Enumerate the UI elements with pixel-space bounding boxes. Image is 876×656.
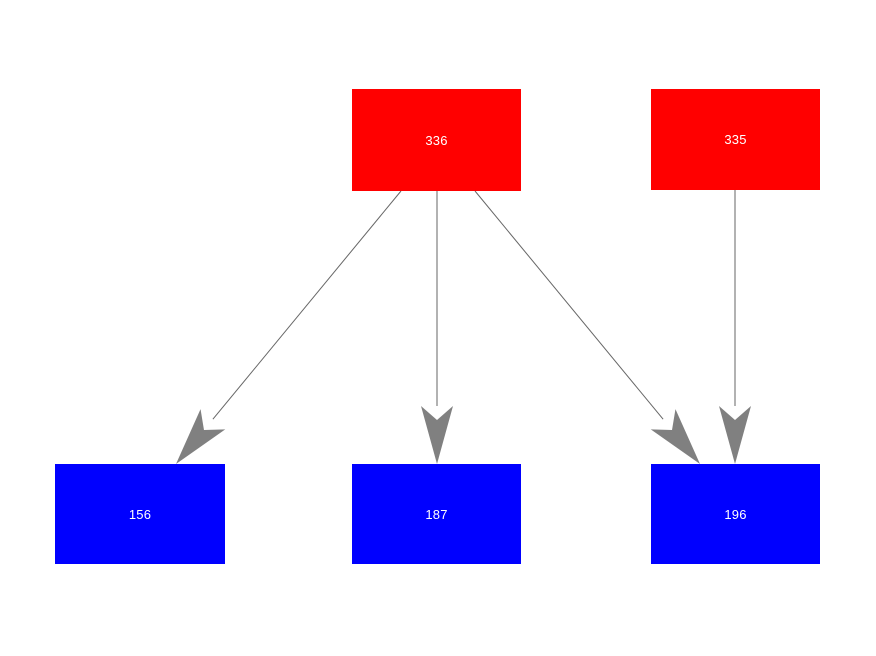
node-187[interactable]: 187 [352,464,521,564]
node-196[interactable]: 196 [651,464,820,564]
edges-group [176,190,751,464]
edge-line [212,190,402,420]
node-label: 335 [724,132,747,147]
edge-arrowhead-icon [421,406,453,464]
edge-arrowhead-icon [719,406,751,464]
node-label: 196 [724,506,747,522]
node-label: 336 [425,132,448,148]
node-label: 156 [128,506,152,522]
edge-arrowhead-icon [176,409,226,464]
node-335[interactable]: 335 [651,89,820,190]
node-label: 187 [425,506,448,522]
edge-line [474,190,664,420]
node-156[interactable]: 156 [55,464,225,564]
node-336[interactable]: 336 [352,89,521,191]
edge-arrowhead-icon [650,409,700,464]
